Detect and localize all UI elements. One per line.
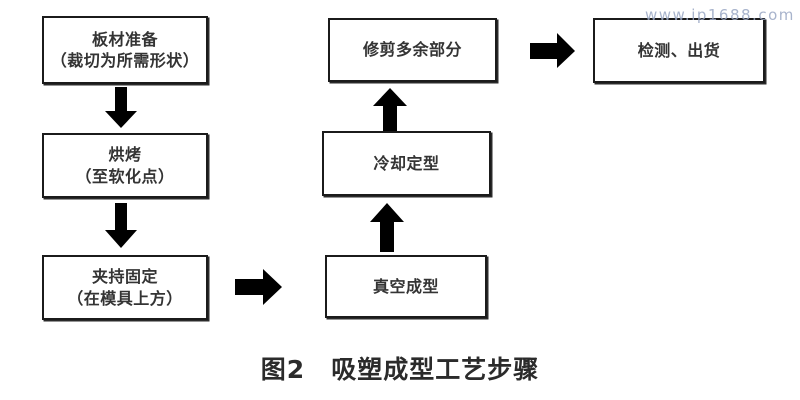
flow-node-label-main: 检测、出货	[637, 40, 721, 60]
flow-node-label-sub: （至软化点）	[75, 166, 175, 186]
flow-node-sheet-prep: 板材准备 （裁切为所需形状）	[42, 16, 208, 84]
figure-caption: 图2 吸塑成型工艺步骤	[260, 355, 540, 384]
flow-node-label-sub: （裁切为所需形状）	[50, 51, 200, 70]
arrow-right-icon-trim-to-inspect	[530, 33, 576, 69]
flow-node-label-main: 真空成型	[372, 276, 439, 296]
arrow-up-icon-vacuum-to-cool	[369, 203, 405, 253]
arrow-down-icon-prep-to-bake	[104, 87, 138, 129]
flow-node-inspect-ship: 检测、出货	[593, 18, 765, 83]
flow-node-label-main: 夹持固定	[91, 267, 158, 287]
flow-node-label-main: 烘烤	[108, 145, 142, 165]
flow-node-vacuum-form: 真空成型	[325, 255, 487, 318]
flow-node-trim: 修剪多余部分	[328, 18, 497, 82]
arrow-up-icon-cool-to-trim	[372, 88, 408, 132]
flow-node-label-main: 冷却定型	[373, 153, 440, 173]
flow-node-cool-set: 冷却定型	[322, 131, 491, 196]
flow-node-label-main: 板材准备	[91, 29, 158, 49]
flow-node-bake: 烘烤 （至软化点）	[42, 133, 208, 198]
flow-node-label-main: 修剪多余部分	[362, 40, 462, 60]
arrow-down-icon-bake-to-clamp	[104, 203, 138, 249]
flow-node-clamp: 夹持固定 （在模具上方）	[42, 255, 208, 320]
arrow-right-icon-clamp-to-vacuum	[235, 268, 283, 306]
flow-node-label-sub: （在模具上方）	[67, 288, 183, 308]
